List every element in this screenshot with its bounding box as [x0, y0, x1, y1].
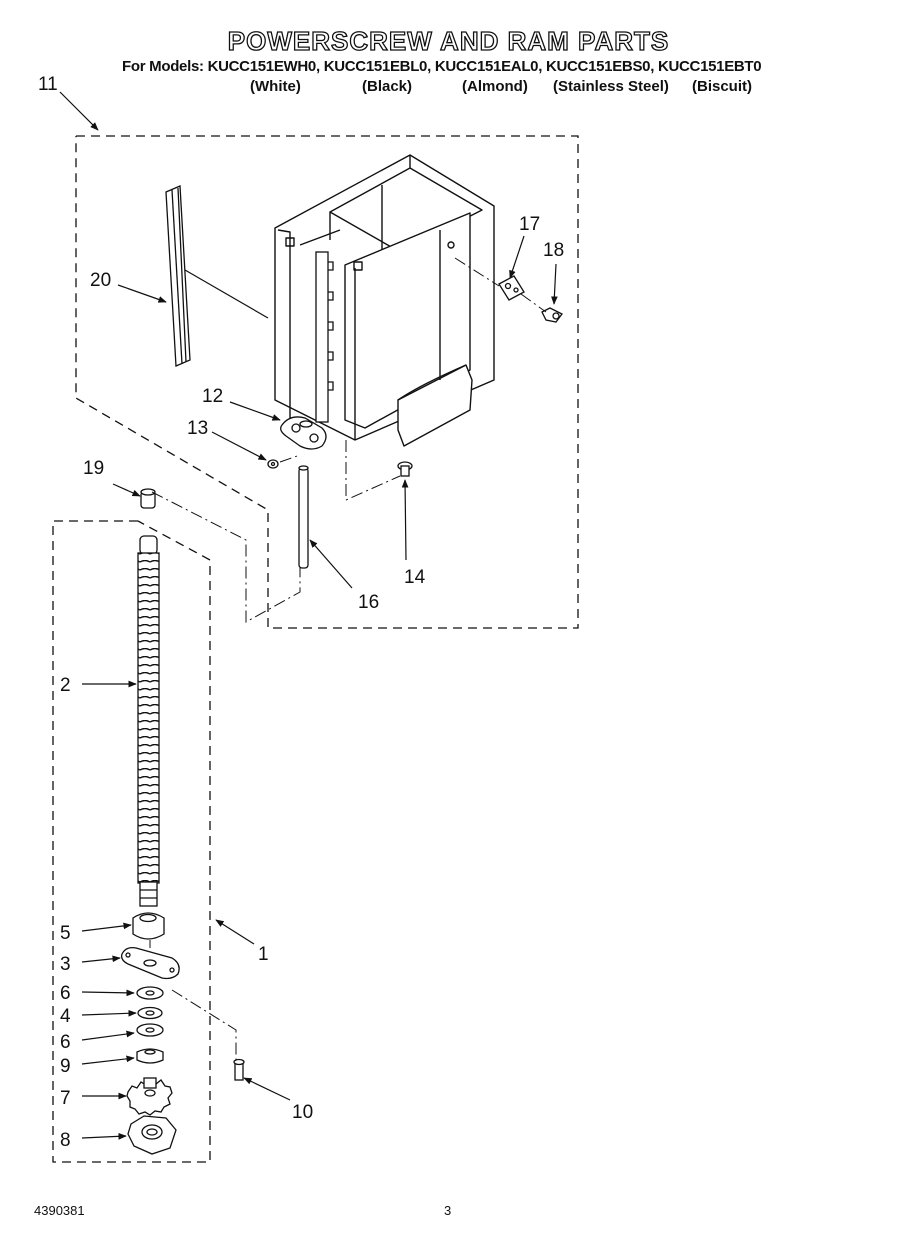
color-biscuit: (Biscuit): [692, 78, 752, 95]
color-white: (White): [250, 78, 301, 95]
callout-9: 9: [60, 1056, 71, 1077]
callout-2: 2: [60, 675, 71, 696]
doc-number: 4390381: [34, 1203, 85, 1218]
part-7-sprocket: [126, 1077, 173, 1116]
part-17-clip: [498, 275, 525, 301]
callout-19: 19: [83, 458, 104, 479]
leader-arrows: [59, 91, 558, 1140]
callout-17: 17: [519, 214, 540, 235]
assembly-1-boundary: [52, 520, 211, 1163]
color-stainless: (Stainless Steel): [553, 78, 669, 95]
color-black: (Black): [362, 78, 413, 95]
part-16-pin: [298, 465, 309, 569]
callout-6a: 6: [60, 983, 71, 1004]
page-number: 3: [444, 1203, 452, 1218]
alignment-lines: [149, 257, 547, 1060]
models-line: For Models: KUCC151EWH0, KUCC151EBL0, KU…: [122, 58, 762, 75]
callout-10: 10: [292, 1102, 313, 1123]
callout-14: 14: [404, 567, 426, 588]
callout-20: 20: [90, 270, 111, 291]
callout-3: 3: [60, 954, 71, 975]
part-20-rail: [165, 185, 191, 367]
callout-6b: 6: [60, 1032, 71, 1053]
part-2-powerscrew: [137, 535, 160, 907]
part-3-bracket: [120, 946, 180, 980]
washer-stack: [136, 986, 164, 1064]
ram-rack: [315, 251, 334, 423]
callout-13: 13: [187, 418, 208, 439]
part-10-screw: [233, 1058, 245, 1081]
part-18-screw: [541, 307, 563, 323]
callout-8: 8: [60, 1130, 71, 1151]
part-19-bushing: [140, 488, 156, 509]
callout-1: 1: [258, 944, 269, 965]
callout-12: 12: [202, 386, 223, 407]
color-almond: (Almond): [462, 78, 528, 95]
ram-body: [274, 154, 495, 447]
assembly-11-boundary: [75, 135, 579, 629]
part-14-screw: [397, 461, 413, 477]
page-title: POWERSCREW AND RAM PARTS: [227, 25, 670, 56]
part-13-washer: [267, 459, 279, 469]
callout-11: 11: [38, 74, 58, 95]
callout-7: 7: [60, 1088, 71, 1109]
callout-5: 5: [60, 923, 71, 944]
callout-16: 16: [358, 592, 379, 613]
rail-leader: [184, 269, 269, 319]
callout-4: 4: [60, 1006, 71, 1027]
part-5-coupler: [132, 912, 165, 940]
callout-18: 18: [543, 240, 564, 261]
part-8-nut: [127, 1115, 177, 1155]
part-12-bracket: [280, 416, 327, 450]
callout-labels: 11 20 12 13 17 18 14 16 19 2 1 5 3 6 4 6…: [38, 74, 564, 1151]
